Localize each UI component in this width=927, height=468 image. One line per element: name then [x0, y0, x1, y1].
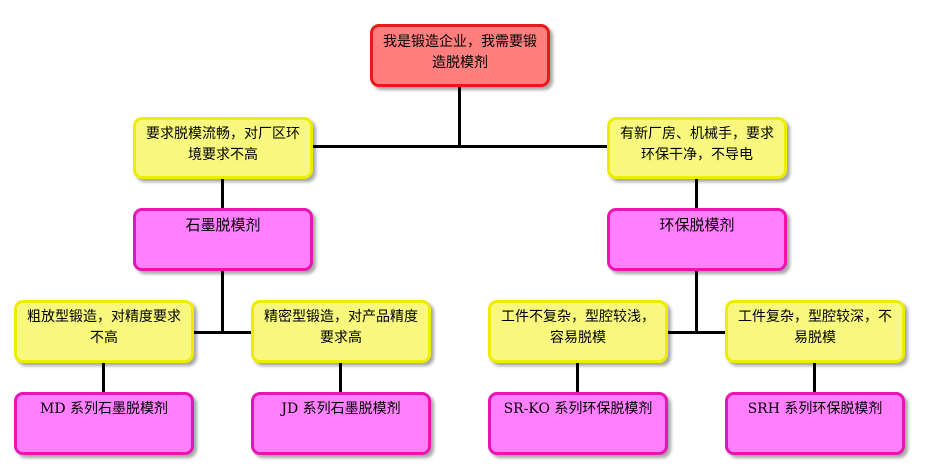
connector-level1-horizontal — [311, 145, 611, 148]
connector-right-req-down — [695, 178, 698, 209]
connector-eco-down — [695, 270, 698, 333]
eco-release-agent-node: 环保脱模剂 — [607, 208, 787, 271]
sr-ko-series-node: SR-KO 系列环保脱模剂 — [488, 392, 668, 455]
left-requirement-node: 要求脱模流畅，对厂区环境要求不高 — [133, 117, 313, 179]
connector-precise-down — [339, 362, 342, 393]
connector-graphite-down — [221, 270, 224, 333]
root-node: 我是锻造企业，我需要锻造脱模剂 — [370, 24, 550, 87]
connector-left-req-down — [221, 178, 224, 209]
coarse-forging-node: 粗放型锻造，对精度要求不高 — [14, 300, 194, 363]
right-requirement-node: 有新厂房、机械手，要求环保干净，不导电 — [607, 117, 787, 179]
connector-complex-down — [813, 362, 816, 393]
connector-root-down — [458, 86, 461, 147]
md-series-node: MD 系列石墨脱模剂 — [14, 392, 194, 455]
jd-series-node: JD 系列石墨脱模剂 — [251, 392, 431, 455]
connector-coarse-down — [102, 362, 105, 393]
connector-graphite-horizontal — [193, 331, 253, 334]
precise-forging-node: 精密型锻造，对产品精度要求高 — [251, 300, 431, 363]
complex-part-node: 工件复杂，型腔较深，不易脱模 — [725, 300, 905, 363]
srh-series-node: SRH 系列环保脱模剂 — [725, 392, 905, 455]
connector-simple-down — [576, 362, 579, 393]
graphite-release-agent-node: 石墨脱模剂 — [133, 208, 313, 271]
simple-part-node: 工件不复杂，型腔较浅，容易脱模 — [488, 300, 668, 363]
connector-eco-horizontal — [665, 331, 727, 334]
